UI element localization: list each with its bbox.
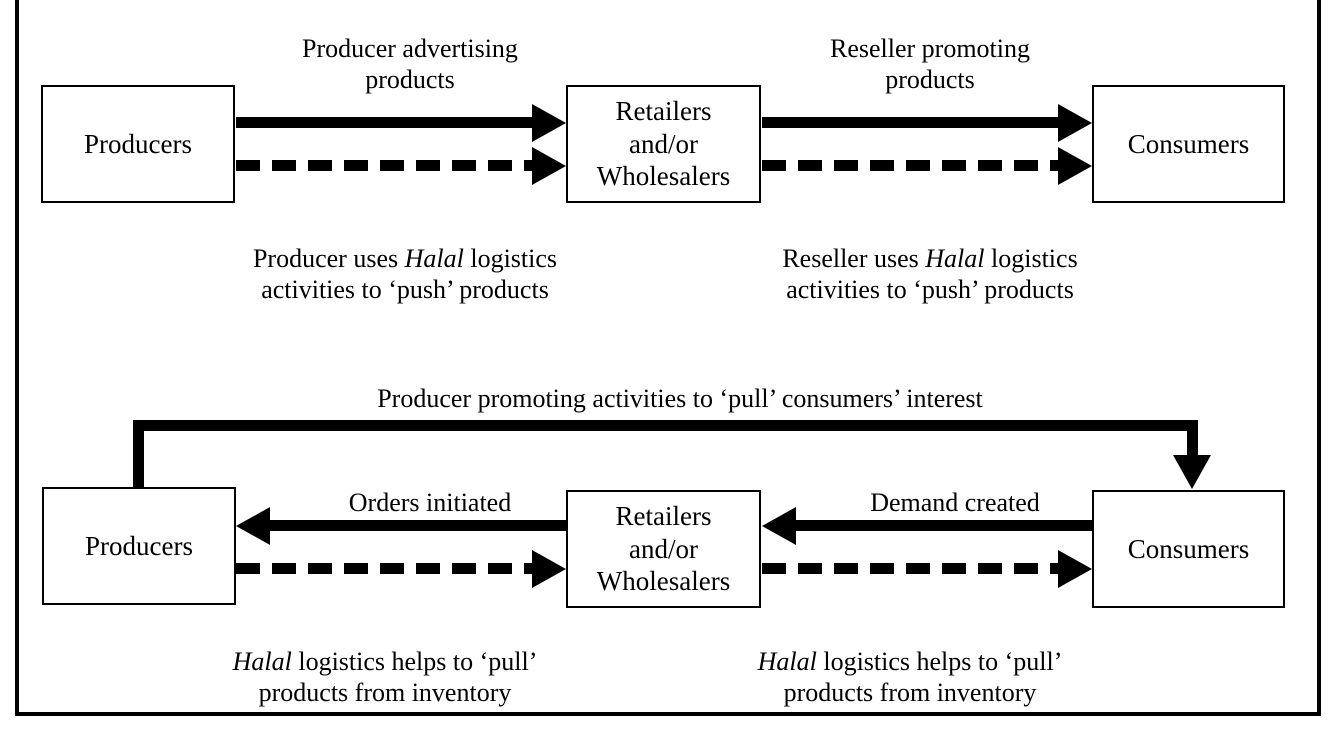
caption-left-pull: Halal logistics helps to ‘pull’ products… [175,615,595,709]
frame-left-border [15,0,19,716]
arrow-retailers-to-consumers-solid-shaft [762,117,1058,128]
caption-producer-push-post: logistics activities to ‘push’ products [261,244,558,305]
node-retailers-push[interactable]: Retailers and/or Wholesalers [566,85,761,203]
node-retailers-pull[interactable]: Retailers and/or Wholesalers [566,490,761,608]
label-orders-initiated: Orders initiated [348,488,512,517]
node-retailers-push-label: Retailers and/or Wholesalers [596,95,731,192]
pull-loop-arrow-head-down [1173,455,1211,489]
arrow-consumers-to-retailers-solid-shaft [796,520,1092,531]
caption-right-pull-emphasis: Halal [757,647,817,677]
arrow-consumers-to-retailers-solid-head [762,507,796,545]
caption-reseller-push-pre: Reseller uses [782,244,926,274]
arrow-producers-to-retailers-pull-dashed-shaft [236,563,532,574]
arrow-producers-to-retailers-solid-shaft [236,117,532,128]
node-consumers-push[interactable]: Consumers [1092,85,1285,203]
arrow-retailers-to-producers-solid-shaft [270,520,566,531]
caption-reseller-push-post: logistics activities to ‘push’ products [786,244,1078,305]
arrow-retailers-to-producers-solid-head [236,507,270,545]
arrow-producers-to-retailers-pull-dashed-head [532,550,566,588]
label-demand-created: Demand created [870,488,1040,517]
caption-left-pull-emphasis: Halal [232,647,292,677]
arrow-retailers-to-consumers-pull-dashed-shaft [762,563,1058,574]
node-retailers-pull-label: Retailers and/or Wholesalers [596,500,731,597]
node-consumers-pull-label: Consumers [1127,533,1250,564]
caption-left-pull-post: logistics helps to ‘pull’ products from … [258,647,538,708]
frame-right-border [1317,0,1321,716]
node-producers-pull-label: Producers [85,530,193,561]
caption-right-pull-post: logistics helps to ‘pull’ products from … [783,647,1063,708]
pull-loop-top-segment [133,420,1198,431]
arrow-producers-to-retailers-solid-head [532,104,566,142]
caption-producer-push-emphasis: Halal [404,244,464,274]
caption-producer-push-pre: Producer uses [252,244,405,274]
caption-reseller-push: Reseller uses Halal logistics activities… [715,212,1145,306]
arrow-retailers-to-consumers-dashed-shaft [762,160,1058,171]
pull-loop-right-segment [1187,420,1198,458]
node-producers-push[interactable]: Producers [41,85,235,203]
arrow-retailers-to-consumers-pull-dashed-head [1058,550,1092,588]
node-consumers-push-label: Consumers [1127,128,1250,159]
pull-loop-left-segment [133,420,144,492]
label-producer-advertising: Producer advertising products [302,34,518,95]
node-producers-push-label: Producers [84,128,192,159]
arrow-producers-to-retailers-dashed-shaft [236,160,532,171]
arrow-retailers-to-consumers-solid-head [1058,104,1092,142]
caption-right-pull: Halal logistics helps to ‘pull’ products… [700,615,1120,709]
node-producers-pull[interactable]: Producers [42,487,236,605]
label-producer-pull-loop: Producer promoting activities to ‘pull’ … [377,384,983,413]
arrow-producers-to-retailers-dashed-head [532,147,566,185]
caption-reseller-push-emphasis: Halal [925,244,985,274]
caption-producer-push: Producer uses Halal logistics activities… [190,212,620,306]
label-reseller-promoting: Reseller promoting products [829,34,1030,95]
frame-bottom-border [15,712,1321,716]
node-consumers-pull[interactable]: Consumers [1092,490,1285,608]
arrow-retailers-to-consumers-dashed-head [1058,147,1092,185]
